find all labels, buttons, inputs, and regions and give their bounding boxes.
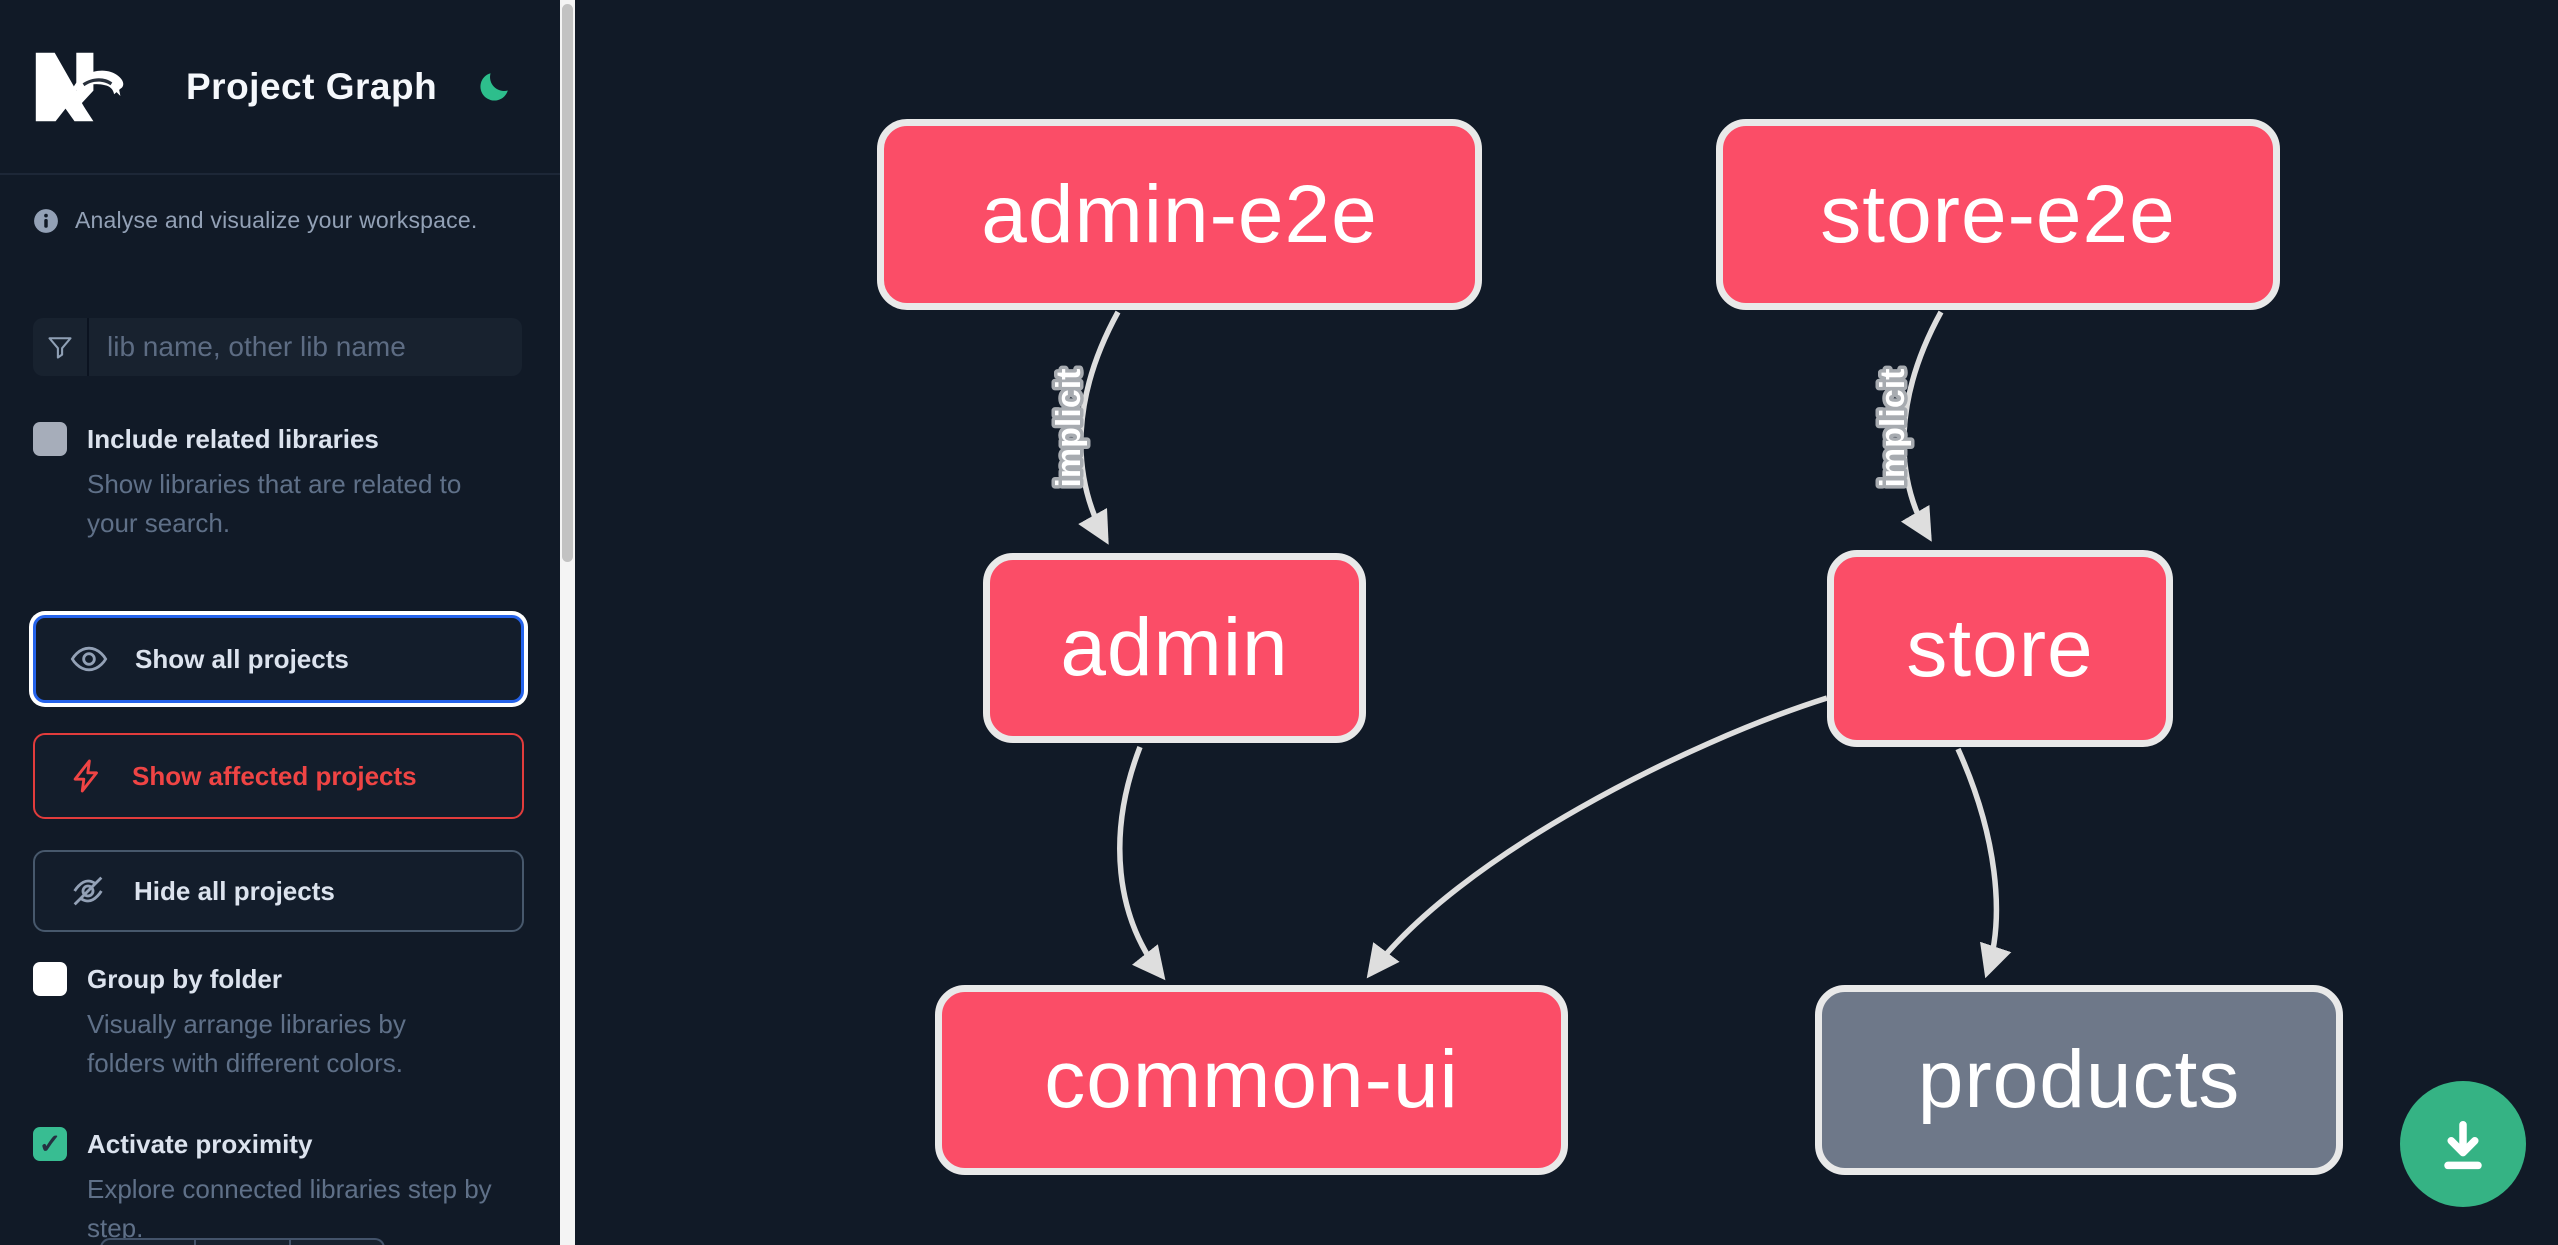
show-affected-projects-button[interactable]: Show affected projects [33, 733, 524, 819]
download-graph-button[interactable] [2400, 1081, 2526, 1207]
search-icon-cell [33, 318, 89, 376]
activate-proximity-checkbox[interactable]: ✓ [33, 1127, 67, 1161]
node-label: products [1917, 1034, 2241, 1125]
graph-node-products[interactable]: products [1815, 985, 2343, 1175]
sidebar-header: Project Graph [0, 0, 560, 175]
show-affected-projects-label: Show affected projects [132, 760, 417, 791]
edge-label-implicit: implicit [1874, 368, 1912, 487]
stepper-segment[interactable] [102, 1240, 197, 1245]
include-related-row: Include related libraries Show libraries… [0, 422, 560, 543]
search-box [33, 318, 522, 376]
node-label: admin [1060, 602, 1289, 693]
include-related-checkbox[interactable] [33, 422, 67, 456]
node-label: store [1906, 602, 2094, 694]
activate-proximity-description: Explore connected libraries step by step… [87, 1174, 492, 1243]
graph-node-store[interactable]: store [1827, 550, 2173, 747]
intro-row: Analyse and visualize your workspace. [0, 207, 560, 234]
hide-all-projects-label: Hide all projects [134, 875, 335, 906]
proximity-stepper[interactable] [100, 1238, 385, 1245]
node-label: admin-e2e [981, 168, 1378, 260]
graph-canvas[interactable]: implicit implicit admin-e2e store-e2e ad… [575, 0, 2558, 1245]
edge-store-e2e-to-store [1900, 310, 1944, 542]
edge-admin-to-common-ui [1117, 746, 1166, 981]
edge-label-implicit: implicit [1050, 368, 1088, 487]
show-all-projects-label: Show all projects [135, 643, 349, 674]
activate-proximity-label: Activate proximity [87, 1129, 313, 1159]
moon-icon [480, 72, 508, 101]
group-by-folder-label: Group by folder [87, 964, 282, 994]
nx-logo [35, 52, 124, 121]
stepper-segment[interactable] [291, 1240, 383, 1245]
info-icon [34, 208, 58, 233]
graph-node-admin-e2e[interactable]: admin-e2e [877, 119, 1482, 310]
hide-all-projects-button[interactable]: Hide all projects [33, 850, 524, 932]
check-icon: ✓ [38, 1128, 62, 1159]
eye-icon [70, 646, 108, 672]
node-label: store-e2e [1820, 168, 2176, 260]
graph-node-common-ui[interactable]: common-ui [935, 985, 1568, 1175]
graph-node-store-e2e[interactable]: store-e2e [1716, 119, 2280, 310]
sidebar-scrollbar-thumb[interactable] [562, 4, 573, 562]
download-icon [2444, 1120, 2482, 1170]
node-label: common-ui [1044, 1034, 1459, 1125]
stepper-segment[interactable] [196, 1240, 291, 1245]
theme-toggle-button[interactable] [474, 67, 514, 107]
group-by-folder-row: Group by folder Visually arrange librari… [0, 962, 560, 1083]
intro-text: Analyse and visualize your workspace. [75, 207, 478, 233]
bolt-icon [73, 759, 98, 793]
page-title: Project Graph [186, 65, 438, 107]
include-related-description: Show libraries that are related to your … [87, 469, 462, 538]
search-input[interactable] [89, 318, 522, 376]
sidebar-scrollbar-track [560, 0, 575, 1245]
edge-admin-e2e-to-admin [1078, 310, 1121, 545]
activate-proximity-row: ✓ Activate proximity Explore connected l… [0, 1127, 560, 1245]
group-by-folder-checkbox[interactable] [33, 962, 67, 996]
graph-node-admin[interactable]: admin [983, 553, 1366, 743]
filter-funnel-icon [48, 337, 72, 359]
sidebar: Project Graph Analyse and visualize your… [0, 0, 560, 1245]
show-all-projects-button[interactable]: Show all projects [33, 615, 524, 703]
include-related-label: Include related libraries [87, 424, 379, 454]
edge-store-to-products [1955, 747, 2012, 979]
group-by-folder-description: Visually arrange libraries by folders wi… [87, 1009, 406, 1078]
edge-store-to-common-ui [1366, 695, 1828, 979]
eye-off-icon [73, 876, 103, 906]
